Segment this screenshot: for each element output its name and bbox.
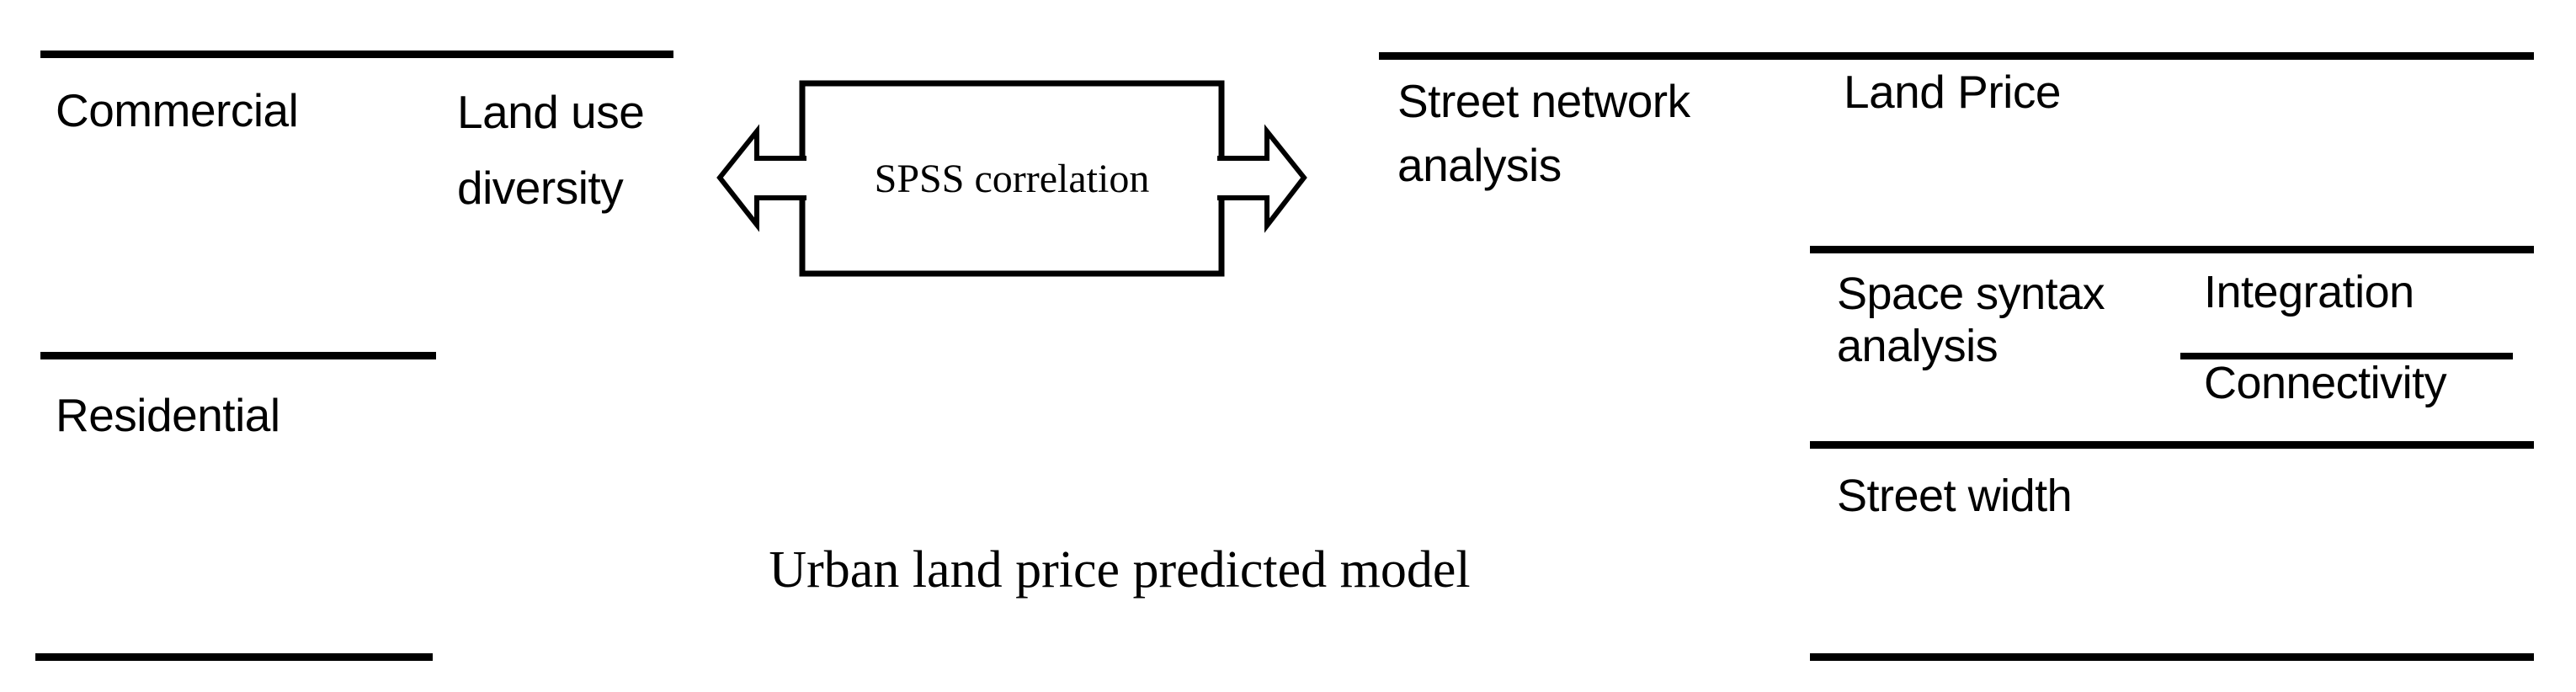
spss-box: [799, 80, 1225, 277]
right-table-bottom-rule: [1810, 653, 2534, 661]
street-network-analysis-label: Street network analysis: [1397, 69, 1690, 197]
street-width-label: Street width: [1837, 471, 2073, 521]
left-arrow-icon: [716, 124, 806, 232]
left-table-bottom-rule: [35, 653, 433, 661]
space-syntax-analysis-label: Space syntax analysis: [1837, 268, 2105, 372]
land-use-line2: diversity: [457, 162, 624, 214]
connectivity-label: Connectivity: [2204, 358, 2447, 408]
spss-process-graphic: [716, 80, 1307, 277]
left-table-middle-rule: [40, 352, 436, 359]
right-table-third-rule: [1810, 441, 2534, 449]
street-network-line2: analysis: [1397, 139, 1562, 191]
figure-caption: Urban land price predicted model: [769, 541, 1471, 599]
right-table-second-rule: [1810, 246, 2534, 253]
commercial-label: Commercial: [56, 84, 299, 136]
street-network-line1: Street network: [1397, 75, 1690, 127]
space-syntax-line2: analysis: [1837, 321, 1999, 371]
integration-label: Integration: [2204, 267, 2414, 317]
spss-box-label: SPSS correlation: [874, 156, 1150, 201]
land-use-diversity-label: Land use diversity: [457, 74, 645, 226]
space-syntax-line1: Space syntax: [1837, 269, 2105, 319]
right-arrow-icon: [1217, 124, 1307, 233]
right-table-top-rule: [1379, 52, 2534, 60]
left-table-top-rule: [40, 51, 673, 58]
integration-connectivity-divider-rule: [2180, 353, 2513, 359]
land-use-line1: Land use: [457, 86, 645, 138]
land-price-label: Land Price: [1844, 66, 2061, 118]
residential-label: Residential: [56, 389, 280, 441]
